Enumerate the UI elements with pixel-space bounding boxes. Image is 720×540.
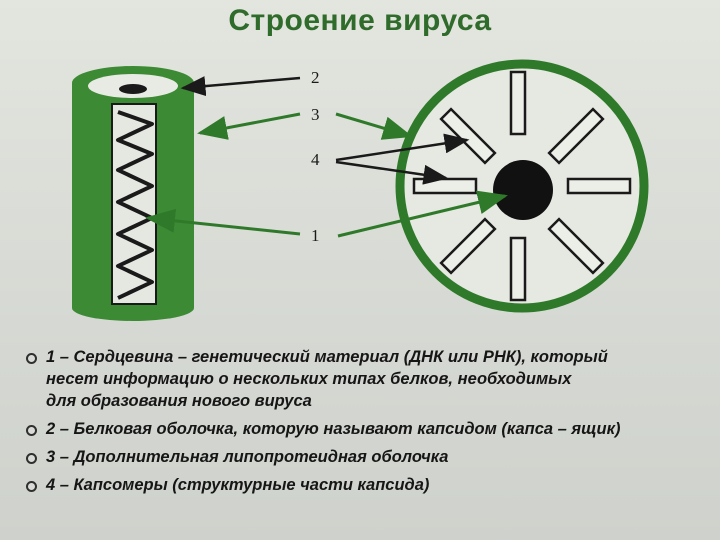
pointer-1-left bbox=[145, 208, 301, 236]
capsomere bbox=[439, 217, 497, 275]
nucleic-acid-helix bbox=[116, 110, 154, 300]
pointer-4-lower bbox=[335, 160, 449, 185]
pointer-lines bbox=[145, 76, 508, 238]
capsomere bbox=[547, 107, 605, 165]
capsomere bbox=[547, 217, 605, 275]
pointer-2 bbox=[180, 76, 301, 97]
legend-item-3: 3 – Дополнительная липопротеидная оболоч… bbox=[24, 446, 714, 468]
legend-list: 1 – Сердцевина – генетический материал (… bbox=[24, 346, 714, 502]
pointer-3-left bbox=[197, 112, 301, 140]
capsomere bbox=[509, 70, 527, 136]
legend-item-2: 2 – Белковая оболочка, которую называют … bbox=[24, 418, 714, 440]
capsomere bbox=[566, 177, 632, 195]
core-nucleic-acid bbox=[493, 160, 553, 220]
bullet-icon bbox=[26, 481, 37, 492]
pointer-4-upper bbox=[335, 133, 470, 162]
virus-cylinder-view bbox=[72, 66, 194, 321]
label-3: 3 bbox=[311, 105, 320, 124]
page-title: Строение вируса bbox=[228, 4, 492, 37]
label-1: 1 bbox=[311, 226, 320, 245]
bullet-icon bbox=[26, 453, 37, 464]
label-2: 2 bbox=[311, 68, 320, 87]
core-top bbox=[119, 84, 147, 94]
capsomere bbox=[509, 236, 527, 302]
pointer-1-right bbox=[337, 190, 508, 238]
bullet-icon bbox=[26, 353, 37, 364]
virus-cross-section bbox=[395, 59, 649, 313]
label-4: 4 bbox=[311, 150, 320, 169]
bullet-icon bbox=[26, 425, 37, 436]
capsomere bbox=[412, 177, 478, 195]
legend-item-4: 4 – Капсомеры (структурные части капсида… bbox=[24, 474, 714, 496]
virus-structure-diagram: 2 3 4 1 bbox=[72, 59, 649, 321]
capsomeres bbox=[412, 70, 632, 302]
cylinder-bottom bbox=[72, 295, 194, 321]
pointer-3-right bbox=[335, 112, 413, 140]
legend-item-1: 1 – Сердцевина – генетический материал (… bbox=[24, 346, 714, 412]
